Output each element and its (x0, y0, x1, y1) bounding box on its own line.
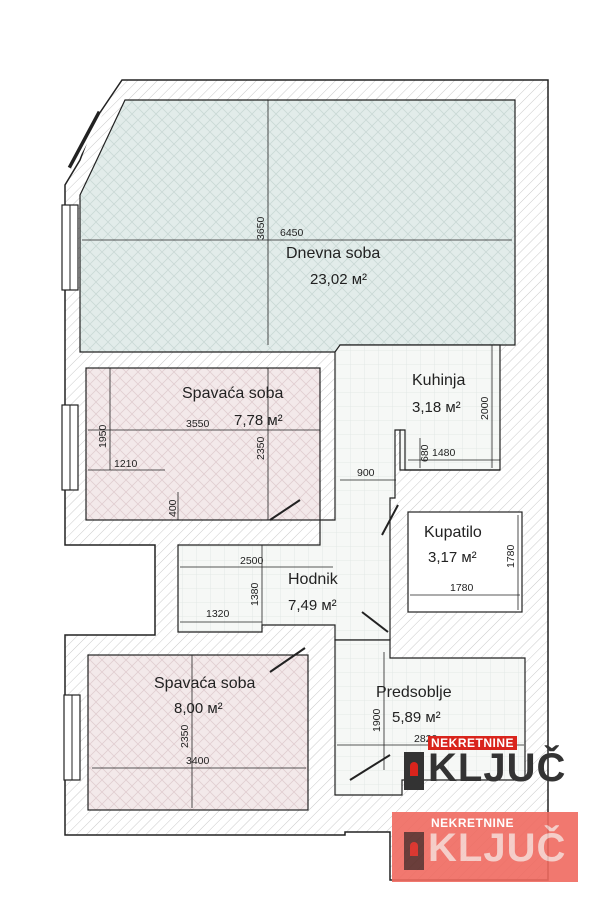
dim-bedroom-2-width: 3400 (186, 755, 210, 767)
dim-bedroom-1-step: 400 (167, 499, 179, 517)
room-area-kitchen: 3,18 м² (412, 399, 461, 416)
watermark-main-text: KLJUČ (428, 746, 567, 790)
dim-entrance-height: 1900 (371, 708, 383, 732)
door-entrance (349, 754, 391, 781)
dim-hallway-height: 1380 (249, 582, 261, 606)
brand-key-icon (404, 752, 424, 790)
dim-kitchen-width: 1480 (432, 447, 456, 459)
window-living-left (61, 204, 79, 291)
kitchen-counter (400, 429, 500, 471)
room-area-bedroom-2: 8,00 м² (174, 700, 223, 717)
window-bedroom-1 (61, 404, 79, 491)
door-hallway (361, 611, 389, 633)
dim-bathroom-height: 1780 (505, 544, 517, 568)
room-area-living: 23,02 м² (310, 271, 367, 288)
watermark-logo-bottom: NEKRETNINE KLJUČ (392, 812, 578, 882)
dim-kitchen-depth: 2000 (479, 396, 491, 420)
dim-living-height: 3650 (255, 216, 267, 240)
dimension-lines (82, 100, 524, 808)
dim-bedroom-2-height: 2350 (179, 724, 191, 748)
door-bathroom (381, 504, 399, 536)
dim-bedroom-1-left: 1210 (114, 458, 138, 470)
dim-bedroom-1-width: 3550 (186, 418, 210, 430)
dim-living-width: 6450 (280, 227, 304, 239)
dim-kitchen-small: 680 (419, 444, 431, 462)
room-name-kitchen: Kuhinja (412, 372, 465, 389)
brand-key-icon (404, 832, 424, 870)
door-bedroom-1 (269, 499, 301, 521)
room-area-entrance: 5,89 м² (392, 709, 441, 726)
watermark-top-text: NEKRETNINE (428, 736, 518, 750)
room-name-bedroom-1: Spavaća soba (182, 385, 284, 402)
entrance-floor (334, 639, 526, 796)
watermark-top-text: NEKRETNINE (431, 816, 515, 830)
dim-bathroom-width: 1780 (450, 582, 474, 594)
room-area-hallway: 7,49 м² (288, 597, 337, 614)
window-bedroom-2 (63, 694, 81, 781)
watermark-logo-top: NEKRETNINE KLJUČ (392, 732, 578, 802)
room-area-bedroom-1: 7,78 м² (234, 412, 283, 429)
dim-hallway-left: 1320 (206, 608, 230, 620)
dim-bedroom-1-depth: 1950 (97, 424, 109, 448)
bedroom-1-floor (85, 367, 321, 521)
door-bedroom-2 (269, 647, 306, 673)
room-area-bathroom: 3,17 м² (428, 549, 477, 566)
room-name-living: Dnevna soba (286, 245, 380, 262)
dim-hall-opening: 900 (357, 467, 375, 479)
room-name-bedroom-2: Spavaća soba (154, 675, 256, 692)
room-name-bathroom: Kupatilo (424, 524, 482, 541)
window-living-diagonal (67, 110, 104, 170)
dim-hallway-width: 2500 (240, 555, 264, 567)
room-name-hallway: Hodnik (288, 571, 339, 588)
hallway-floor (177, 344, 501, 641)
dim-bedroom-1-height: 2350 (255, 436, 267, 460)
bedroom-2-floor (87, 654, 309, 811)
room-name-entrance: Predsoblje (376, 684, 452, 701)
living-room-floor (79, 99, 516, 353)
watermark-main-text: KLJUČ (428, 826, 567, 870)
